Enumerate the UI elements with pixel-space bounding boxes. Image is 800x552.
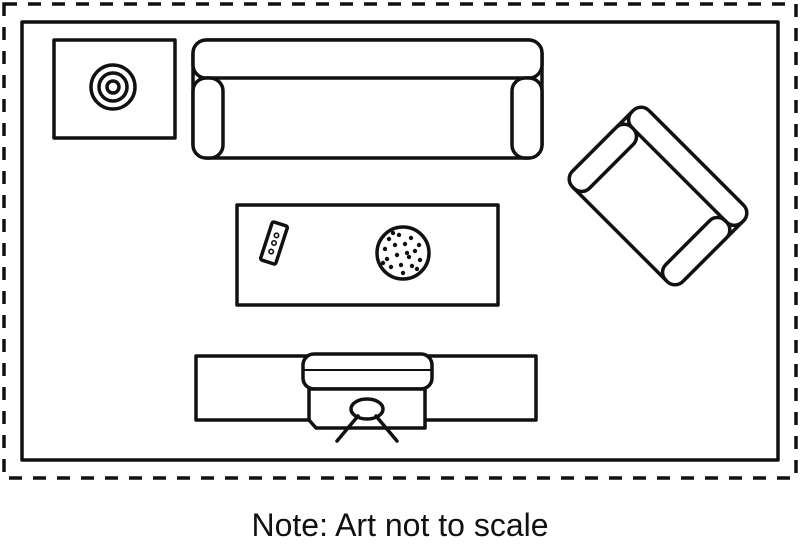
plant-speckle <box>408 235 414 241</box>
plant-speckle <box>414 266 420 272</box>
area-rug <box>20 20 780 462</box>
plant-speckle <box>380 260 386 266</box>
plant-speckle <box>404 250 410 256</box>
plant-icon <box>375 225 431 281</box>
plant-speckle <box>388 264 394 270</box>
plant-speckle <box>396 232 402 238</box>
plant-speckle <box>417 257 423 263</box>
plant-speckle <box>390 230 396 236</box>
plant-speckle <box>412 248 418 254</box>
armchair-icon <box>567 105 749 287</box>
plant-speckle <box>384 256 390 262</box>
sofa-icon <box>191 38 544 160</box>
coffee-table <box>235 203 500 307</box>
plant-speckle <box>402 241 408 247</box>
caption-text: Note: Art not to scale <box>251 507 549 543</box>
plant-speckle <box>400 270 406 276</box>
plant-speckle <box>386 236 392 242</box>
plant-speckle <box>398 262 404 268</box>
lamp-icon <box>89 63 137 111</box>
plant-speckle <box>392 242 398 248</box>
plant-speckle <box>382 246 388 252</box>
end-table <box>52 38 177 140</box>
plant-speckles <box>380 230 423 276</box>
plant-speckle <box>409 263 415 269</box>
room-boundary-dashed <box>2 2 798 480</box>
plant-speckle <box>394 252 400 258</box>
remote-icon <box>258 220 290 266</box>
tv-icon <box>301 352 434 443</box>
plant-speckle <box>406 254 412 260</box>
plant-speckle <box>416 242 422 248</box>
